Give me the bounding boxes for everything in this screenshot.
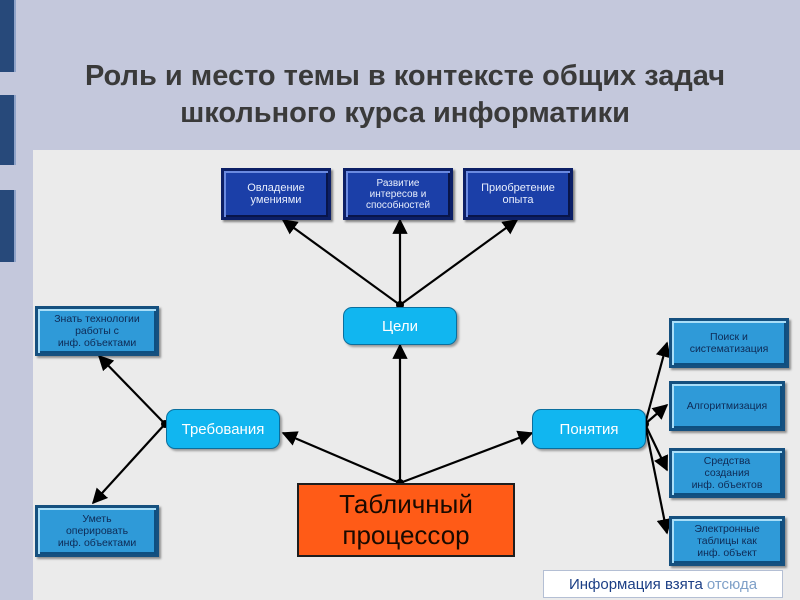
decor-stripe-bottom bbox=[0, 190, 16, 262]
node-requirements: Требования bbox=[166, 409, 280, 449]
box-search-line-2: систематизация bbox=[689, 343, 769, 355]
box-search-line-1: Поиск и bbox=[710, 331, 748, 343]
box-table-processor-line-1: Табличный bbox=[339, 489, 473, 519]
box-algorithmization-line-1: Алгоритмизация bbox=[686, 400, 768, 412]
box-know-technologies-line-2: работы с bbox=[75, 325, 119, 337]
box-operate-objects-line-1: Уметь bbox=[82, 513, 112, 525]
slide-title: Роль и место темы в контексте общих зада… bbox=[20, 58, 790, 132]
box-creation-tools-line-2: создания bbox=[704, 467, 750, 479]
arrow-processor-to-concepts bbox=[399, 430, 534, 485]
box-creation-tools-line-1: Средства bbox=[703, 455, 751, 467]
arrow-processor-to-requirements bbox=[281, 431, 401, 485]
box-interests-line-2: интересов и bbox=[369, 188, 427, 200]
box-skills-line-2: умениями bbox=[250, 194, 302, 206]
arrow-concepts-to-algorithmization bbox=[644, 403, 669, 425]
arrow-concepts-to-search bbox=[643, 341, 671, 425]
slide-title-line-1: Роль и место темы в контексте общих зада… bbox=[84, 60, 726, 92]
box-know-technologies-line-3: инф. объектами bbox=[57, 337, 137, 349]
arrow-concepts-to-spreadsheets bbox=[643, 423, 672, 535]
box-interests-line-1: Развитие bbox=[376, 177, 420, 189]
box-algorithmization: Алгоритмизация bbox=[669, 381, 785, 431]
slide-title-line-2: школьного курса информатики bbox=[180, 97, 630, 129]
box-operate-objects-line-3: инф. объектами bbox=[57, 537, 137, 549]
box-experience-line-2: опыта bbox=[502, 194, 534, 206]
node-concepts: Понятия bbox=[532, 409, 646, 449]
source-info-text: Информация взята bbox=[568, 575, 703, 593]
box-interests-line-3: способностей bbox=[365, 199, 431, 211]
arrow-requirements-to-operate bbox=[91, 423, 166, 505]
box-creation-tools-line-3: инф. объектов bbox=[691, 479, 763, 491]
box-spreadsheets-line-2: таблицы как bbox=[697, 535, 757, 547]
box-table-processor-line-2: процессор bbox=[342, 520, 470, 550]
arrow-concepts-to-tools bbox=[644, 423, 668, 472]
decor-stripe-middle bbox=[0, 95, 16, 165]
box-know-technologies-line-1: Знать технологии bbox=[54, 313, 140, 325]
source-info-bar: Информация взята отсюда bbox=[543, 570, 783, 598]
decor-stripe-top bbox=[0, 0, 16, 72]
source-info-link[interactable]: отсюда bbox=[706, 575, 758, 593]
box-spreadsheets-line-3: инф. объект bbox=[697, 547, 757, 559]
arrow-goals-to-experience bbox=[399, 219, 519, 306]
box-operate-objects-line-2: оперировать bbox=[65, 525, 129, 537]
arrow-requirements-to-know bbox=[97, 354, 166, 425]
box-spreadsheets-line-1: Электронные bbox=[694, 523, 760, 535]
node-goals: Цели bbox=[343, 307, 457, 345]
box-experience-line-1: Приобретение bbox=[481, 182, 555, 194]
arrow-goals-to-skills bbox=[281, 219, 401, 306]
box-skills-line-1: Овладение bbox=[247, 182, 305, 194]
